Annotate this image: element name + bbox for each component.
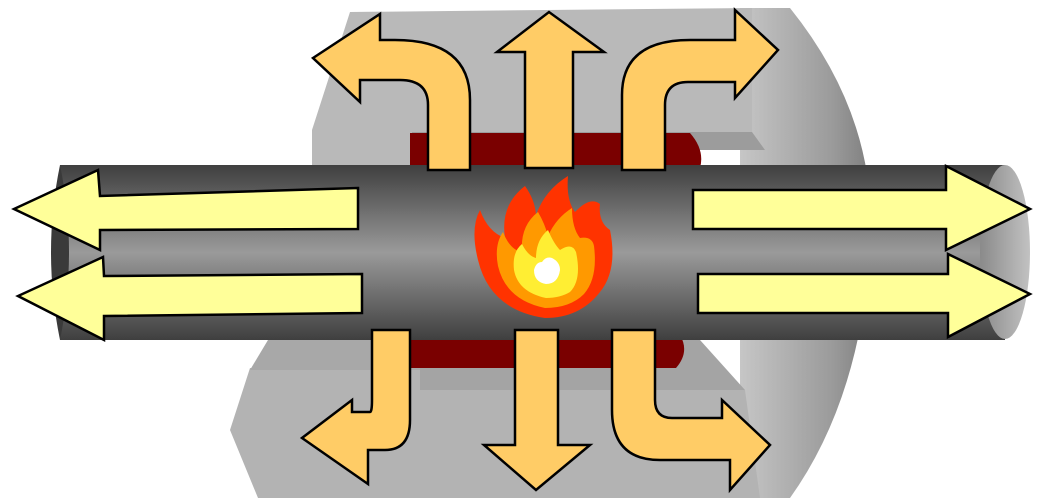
heat-flow-diagram — [0, 0, 1053, 501]
